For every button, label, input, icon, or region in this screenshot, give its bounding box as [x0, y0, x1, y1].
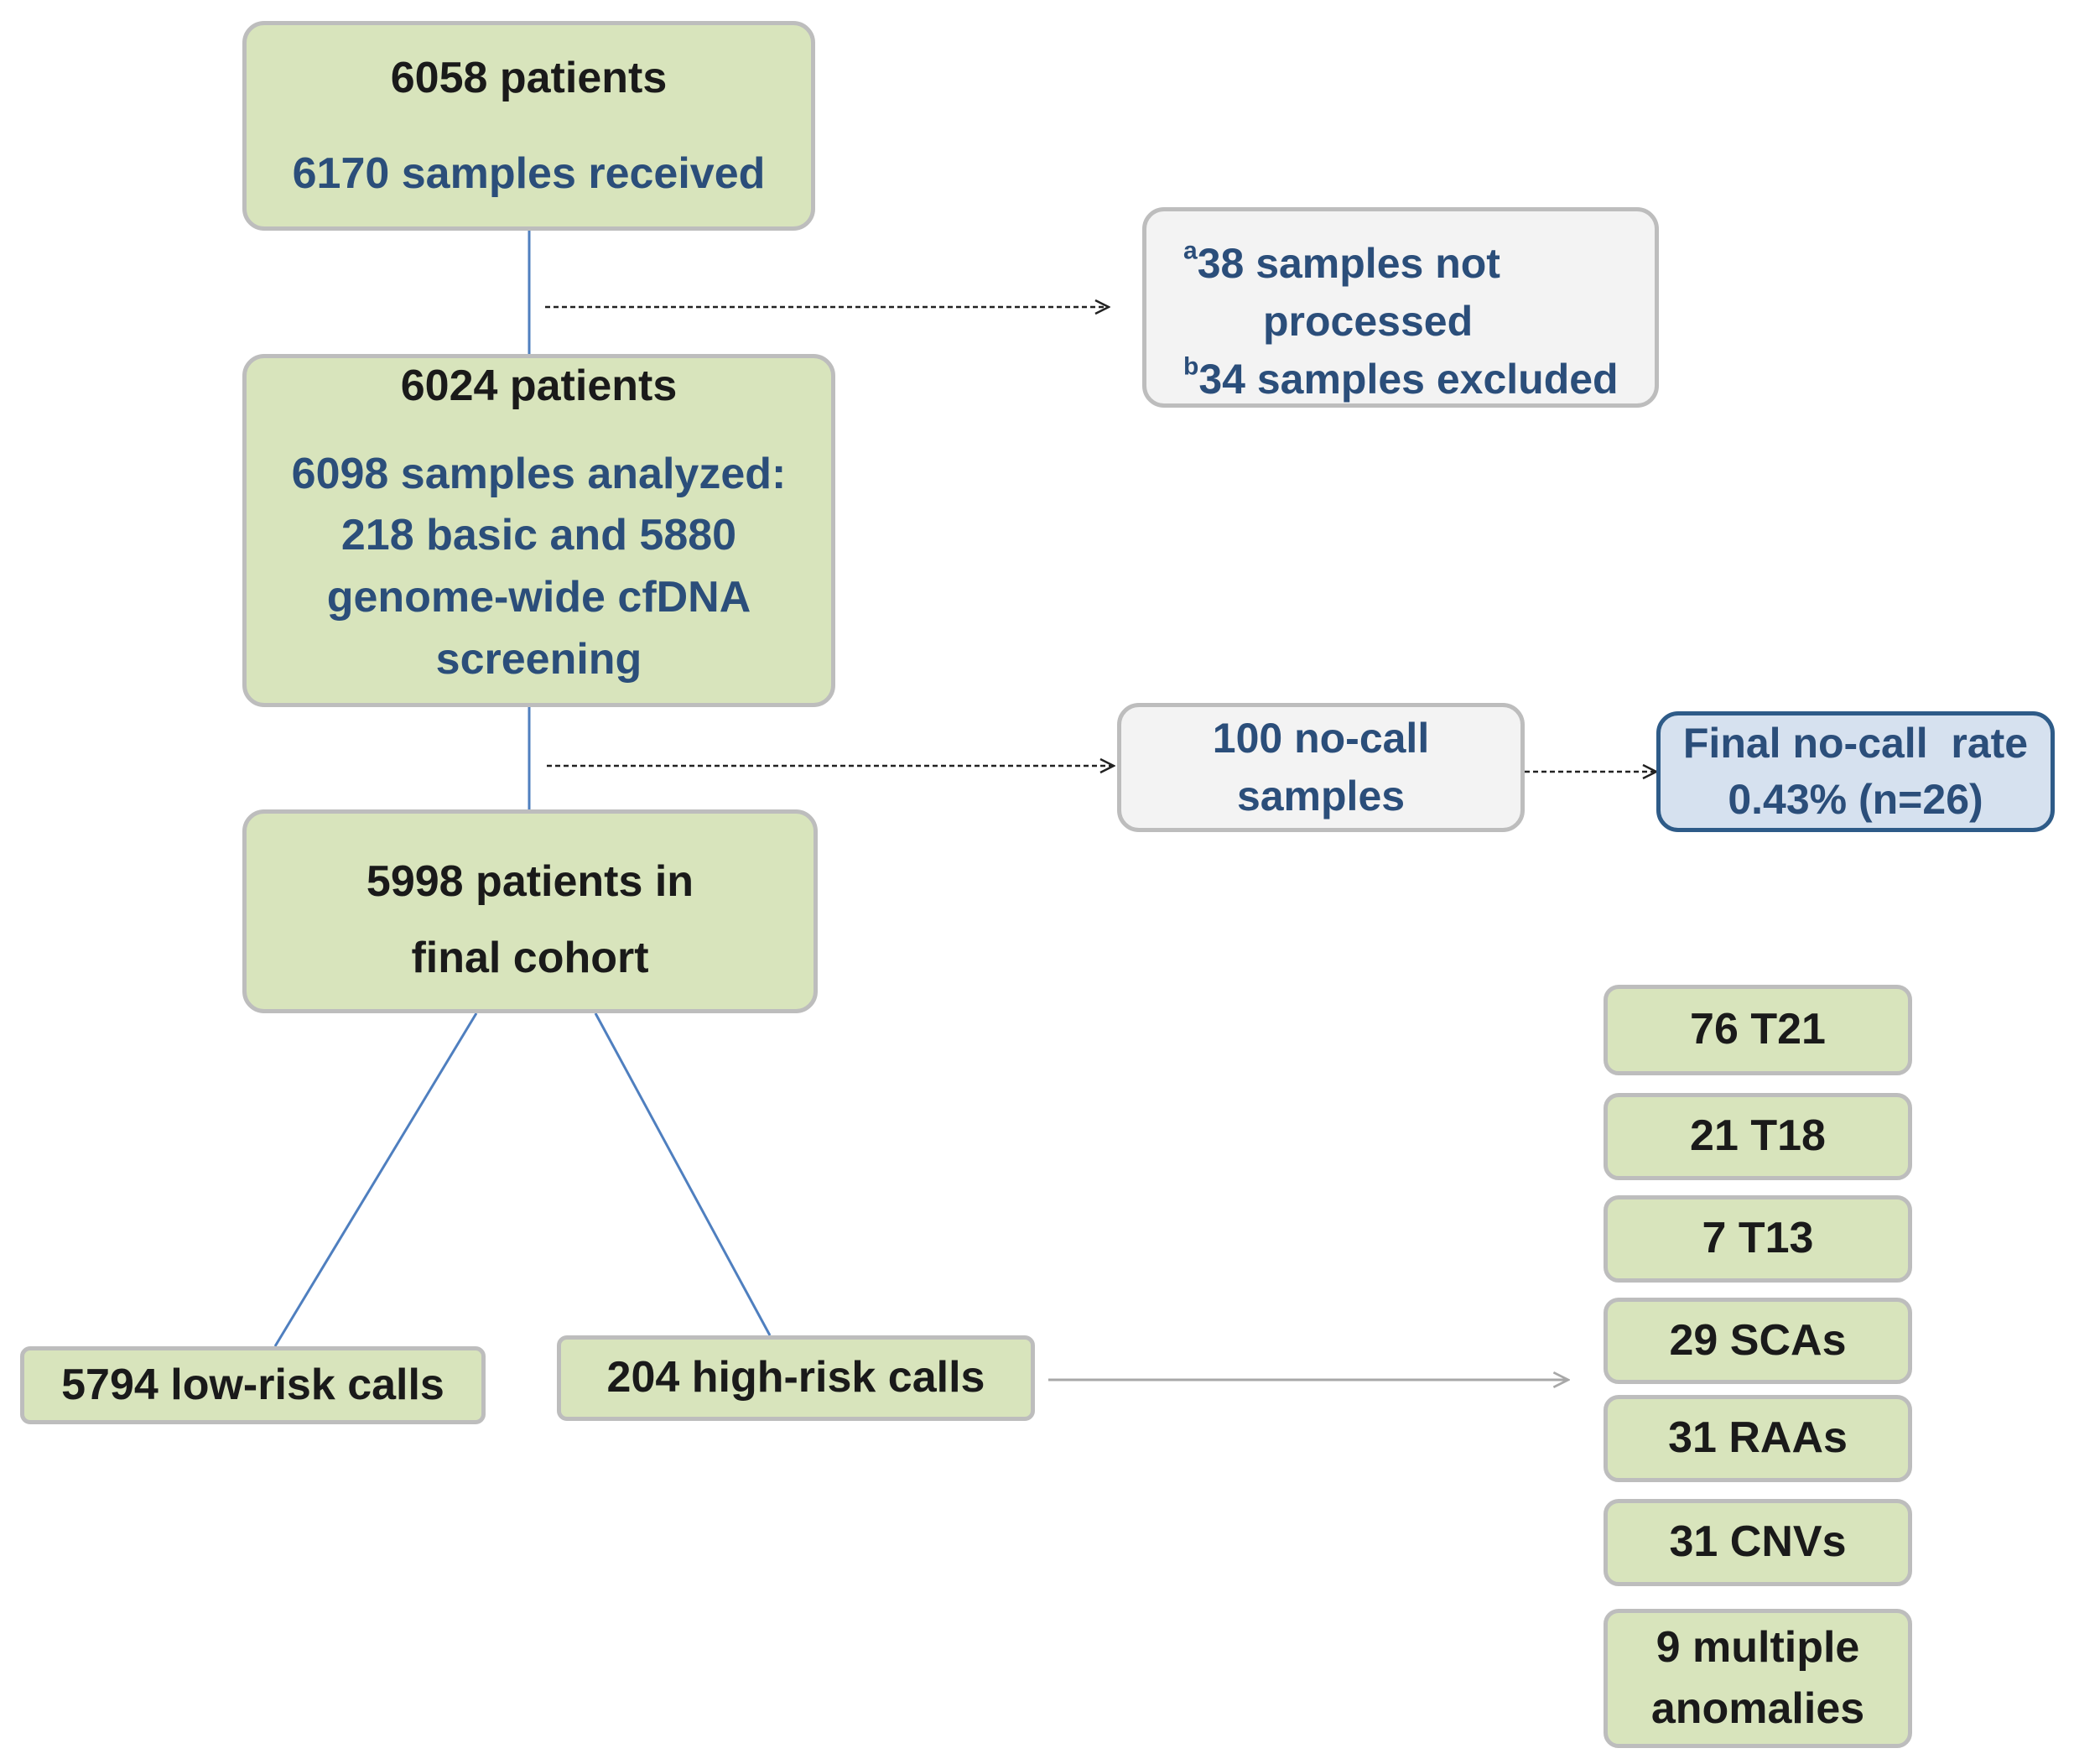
anomaly-raas-label: 31 RAAs [1668, 1413, 1848, 1463]
final-no-call-line-2: 0.43% (n=26) [1728, 776, 1983, 823]
analyzed-line-1: 6098 samples analyzed: [291, 449, 787, 498]
anomaly-multiple-line-1: 9 multiple [1656, 1623, 1860, 1673]
patients-initial-subtitle: 6170 samples received [292, 149, 766, 199]
anomaly-t18-label: 21 T18 [1690, 1111, 1826, 1161]
anomaly-multiple: 9 multiple anomalies [1604, 1609, 1912, 1748]
anomaly-cnvs: 31 CNVs [1604, 1499, 1912, 1586]
analyzed-line-4: screening [435, 635, 642, 684]
no-call-line-2: samples [1236, 773, 1406, 820]
connector-cohort-to-low-risk [273, 1012, 478, 1347]
patients-analyzed-title: 6024 patients [400, 362, 678, 410]
footnote-a-marker: a [1183, 237, 1198, 265]
low-risk-label: 5794 low-risk calls [61, 1360, 444, 1409]
patients-initial-title: 6058 patients [390, 54, 668, 102]
analyzed-line-3: genome-wide cfDNA [326, 573, 751, 622]
anomaly-t21: 76 T21 [1604, 985, 1912, 1075]
anomaly-scas: 29 SCAs [1604, 1298, 1912, 1384]
node-high-risk-calls: 204 high-risk calls [557, 1335, 1035, 1421]
final-no-call-line-1: Final no-call rate [1682, 720, 2029, 767]
node-final-cohort: 5998 patients in final cohort [242, 809, 818, 1013]
anomaly-t13-label: 7 T13 [1702, 1214, 1814, 1263]
excluded-samples-excluded: 34 samples excluded [1198, 356, 1619, 403]
node-patients-initial: 6058 patients 6170 samples received [242, 21, 815, 231]
excluded-line-2: processed [1263, 298, 1474, 345]
anomaly-t21-label: 76 T21 [1690, 1005, 1826, 1054]
node-low-risk-calls: 5794 low-risk calls [20, 1346, 486, 1424]
analyzed-line-2: 218 basic and 5880 [340, 511, 737, 560]
excluded-line-3: b34 samples excluded [1183, 351, 1619, 408]
anomaly-t18: 21 T18 [1604, 1093, 1912, 1180]
final-cohort-line-1: 5998 patients in [366, 857, 694, 906]
excluded-not-processed: 38 samples not [1197, 240, 1500, 287]
anomaly-multiple-line-2: anomalies [1650, 1684, 1865, 1733]
anomaly-raas: 31 RAAs [1604, 1395, 1912, 1482]
patients-analyzed-subtitle: 6098 samples analyzed: 218 basic and 588… [292, 444, 787, 691]
anomaly-t13: 7 T13 [1604, 1195, 1912, 1283]
node-excluded-samples: a38 samples not processed b34 samples ex… [1142, 207, 1659, 408]
footnote-b-marker: b [1183, 352, 1199, 381]
high-risk-label: 204 high-risk calls [606, 1353, 985, 1402]
final-cohort-line-2: final cohort [411, 934, 649, 983]
anomaly-scas-label: 29 SCAs [1669, 1315, 1847, 1365]
node-final-no-call-rate: Final no-call rate 0.43% (n=26) [1656, 711, 2055, 832]
excluded-line-1: a38 samples not [1183, 235, 1500, 293]
connector-cohort-to-high-risk [594, 1012, 772, 1336]
no-call-line-1: 100 no-call [1212, 715, 1430, 762]
anomaly-cnvs-label: 31 CNVs [1669, 1517, 1847, 1567]
node-no-call-samples: 100 no-call samples [1117, 703, 1525, 832]
node-patients-analyzed: 6024 patients 6098 samples analyzed: 218… [242, 354, 835, 707]
